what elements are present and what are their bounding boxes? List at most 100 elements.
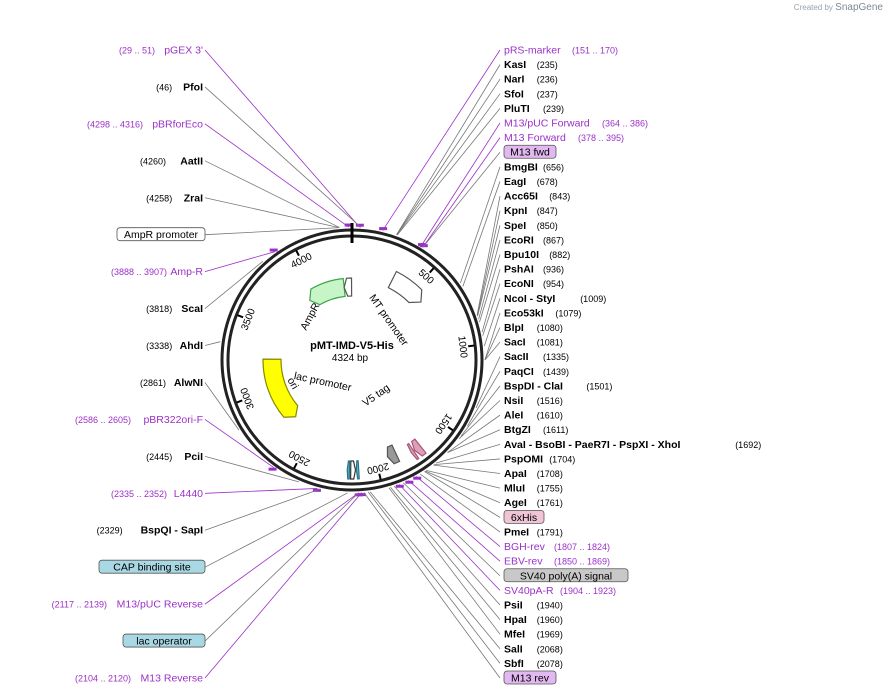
feature-tag-box — [98, 559, 206, 574]
primer-mark — [355, 223, 364, 227]
watermark-brand: SnapGene — [835, 2, 883, 13]
enzyme-position: (1704) — [549, 454, 575, 464]
enzyme-position: (1439) — [543, 367, 569, 377]
leader-line — [204, 261, 264, 309]
enzyme-position: (954) — [543, 279, 564, 289]
feature-arrow-3 — [387, 270, 423, 304]
enzyme-label: MfeI(1969) — [504, 629, 563, 641]
primer-label: EBV-rev(1850 .. 1869) — [504, 556, 610, 568]
enzyme-label: SalI(2068) — [504, 643, 563, 655]
leader-line — [402, 482, 501, 577]
enzyme-label: HpaI(1960) — [504, 614, 563, 626]
enzyme-label: ApaI(1708) — [504, 468, 563, 480]
enzyme-name: PmeI — [504, 526, 529, 538]
enzyme-label: SacII(1335) — [504, 351, 569, 363]
feature-tag-text: 6xHis — [511, 512, 537, 524]
feature-arrow-4 — [410, 438, 427, 457]
enzyme-label: NcoI - StyI(1009) — [504, 293, 606, 305]
enzyme-position: (1791) — [537, 527, 563, 537]
leader-line — [390, 487, 501, 620]
enzyme-position: (1009) — [580, 294, 606, 304]
primer-range: (2586 .. 2605) — [75, 415, 131, 425]
feature-tag-box — [503, 670, 557, 685]
leader-line — [460, 385, 501, 437]
primer-range: (378 .. 395) — [578, 133, 624, 143]
leader-line — [447, 414, 501, 453]
enzyme-position: (46) — [156, 82, 172, 92]
leader-line — [204, 227, 338, 236]
enzyme-label: ZraI(4258) — [146, 192, 203, 204]
leader-line — [204, 492, 359, 642]
enzyme-label: PciI(2445) — [146, 451, 203, 463]
enzyme-position: (2078) — [537, 659, 563, 669]
enzyme-position: (1516) — [537, 396, 563, 406]
leader-line — [459, 400, 501, 439]
tick-mark — [428, 267, 435, 274]
enzyme-name: BtgZI — [504, 424, 531, 436]
snapgene-watermark: Created by SnapGene — [794, 2, 883, 13]
feature-tag-box — [122, 633, 206, 648]
enzyme-label: AleI(1610) — [504, 410, 563, 422]
enzyme-position: (1708) — [537, 469, 563, 479]
enzyme-label: PshAI(936) — [504, 264, 564, 276]
primer-label: pBR322ori-F(2586 .. 2605) — [75, 414, 203, 426]
primer-mark — [344, 223, 353, 227]
enzyme-label: BlpI(1080) — [504, 322, 563, 334]
feature-tag-text: SV40 poly(A) signal — [520, 570, 612, 582]
enzyme-label: Acc65I(843) — [504, 191, 570, 203]
enzyme-name: SalI — [504, 643, 523, 655]
leader-line — [479, 254, 501, 323]
feature-arrow-5 — [406, 442, 420, 461]
leader-line — [396, 64, 501, 235]
enzyme-position: (1610) — [537, 411, 563, 421]
enzyme-name: Eco53kI — [504, 307, 544, 319]
leader-lines — [204, 49, 501, 679]
feature-arrow-6 — [350, 460, 357, 480]
enzyme-name: SacII — [504, 351, 529, 363]
enzyme-position: (235) — [537, 60, 558, 70]
enzyme-label: PaqCI (1439) — [504, 366, 569, 378]
leader-line — [369, 491, 501, 650]
watermark-prefix: Created by — [793, 3, 833, 12]
enzyme-label: PmeI (1791) — [504, 526, 563, 538]
enzyme-position: (1501) — [586, 381, 612, 391]
enzyme-position: (1081) — [537, 338, 563, 348]
enzyme-position: (678) — [537, 177, 558, 187]
enzyme-position: (656) — [543, 162, 564, 172]
inner-feature-label: lac promoter — [293, 370, 353, 394]
enzyme-label: NarI(236) — [504, 74, 558, 86]
enzyme-position: (1969) — [537, 630, 563, 640]
leader-line — [422, 151, 501, 248]
enzyme-name: PaqCI — [504, 366, 534, 378]
enzyme-label: KpnI(847) — [504, 205, 558, 217]
enzyme-position: (3338) — [146, 341, 172, 351]
leader-line — [398, 484, 501, 591]
primer-name: SV40pA-R — [504, 585, 554, 597]
plasmid-name: pMT-IMD-V5-His — [310, 340, 394, 352]
enzyme-name: AvaI - BsoBI - PaeR7I - PspXI - XhoI — [504, 439, 680, 451]
primer-label: pBRforEco(4298 .. 4316) — [87, 118, 203, 130]
enzyme-label: AhdI(3338) — [146, 340, 203, 352]
enzyme-label: PspOMI(1704) — [504, 453, 575, 465]
leader-line — [204, 49, 361, 228]
primer-range: (2335 .. 2352) — [111, 489, 167, 499]
leader-line — [484, 327, 501, 360]
enzyme-position: (843) — [549, 192, 570, 202]
tick-label: 2500 — [287, 447, 312, 467]
enzyme-position: (936) — [543, 265, 564, 275]
enzyme-name: KasI — [504, 59, 526, 71]
leader-line — [422, 137, 501, 248]
leader-line — [483, 298, 501, 347]
enzyme-position: (1611) — [543, 425, 568, 435]
primer-range: (29 .. 51) — [119, 46, 155, 56]
enzyme-position: (1755) — [537, 484, 563, 494]
primer-label: pGEX 3'(29 .. 51) — [119, 45, 203, 57]
feature-arrow-2 — [262, 358, 299, 418]
leader-line — [204, 197, 340, 229]
enzyme-position: (1761) — [537, 498, 563, 508]
primer-range: (151 .. 170) — [572, 46, 618, 56]
feature-tag: 6xHis — [503, 509, 545, 524]
enzyme-label: MluI(1755) — [504, 483, 563, 495]
leader-line — [204, 123, 349, 228]
primer-range: (2117 .. 2139) — [52, 600, 107, 610]
